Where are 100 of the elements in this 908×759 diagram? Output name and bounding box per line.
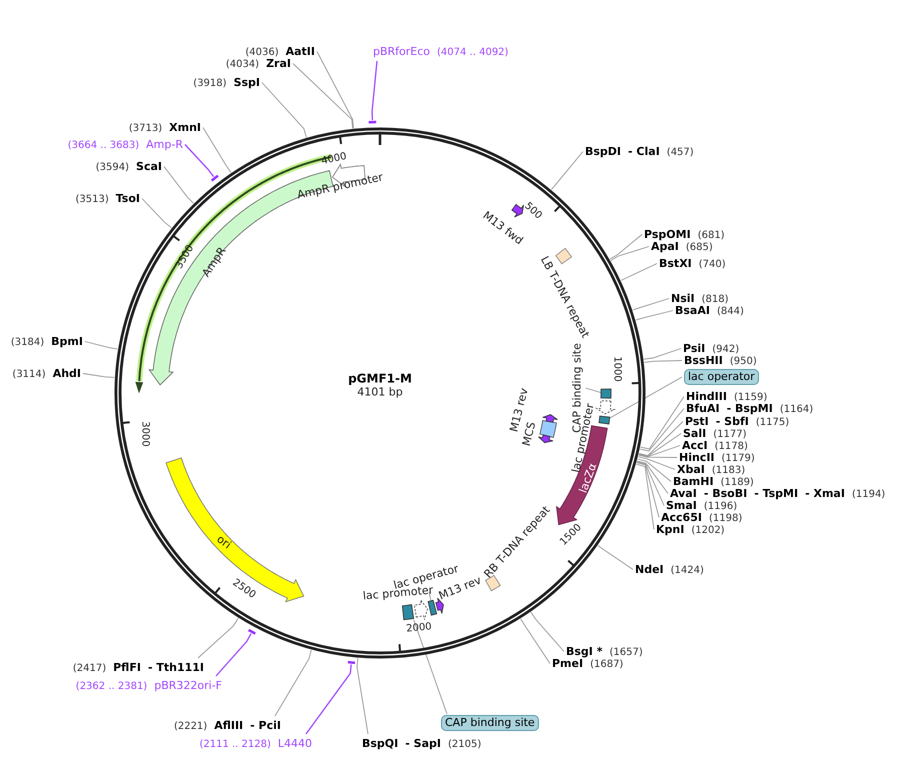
leader-line [316,51,354,129]
leader-line [644,360,682,363]
enzyme-name: HincII [679,451,715,464]
enzyme-name: AvaI [670,487,697,500]
enzyme-name: NsiI [671,292,695,305]
cut-site-position: (1196) [704,501,738,512]
feature-block [428,600,438,616]
primer-name: pBRforEco [373,45,430,58]
tick-label: 3000 [140,420,151,446]
feature-block [402,604,414,620]
plasmid-size: 4101 bp [356,386,404,398]
enzyme-name: PsiI [683,342,706,355]
enzyme-name: BspDI [585,145,622,158]
leader-line [609,234,642,260]
primer-name: pBR322ori-F [154,679,222,692]
cut-site-position: (1198) [708,513,742,524]
tick-label: 1000 [611,356,622,382]
leader-line [356,658,368,734]
enzyme-name: BsaAI [675,304,710,317]
enzyme-name: AflIII [214,719,244,732]
enzyme-name: PflFI [113,661,141,674]
leader-line [638,454,678,458]
leader-line [585,388,602,394]
cut-site-position: (2105) [448,739,482,750]
leader-line [371,60,378,120]
cut-site-position: (1194) [852,489,886,500]
leader-line [82,373,115,378]
leader-line [597,545,634,570]
leader-line [292,63,354,129]
enzyme-name: - Tth111I [148,661,204,674]
enzyme-name: ApaI [651,240,679,253]
enzyme-name: XmnI [169,121,201,134]
cut-site-position: (1687) [590,659,624,670]
leader-line [530,612,564,652]
cut-site-position: (3513) [75,194,109,205]
cut-site-position: (2417) [72,663,106,674]
enzyme-name: SalI [683,427,706,440]
primer-range: (4074 .. 4092) [437,47,508,58]
cut-site-position: (1183) [712,465,746,476]
cut-site-position: (685) [686,242,713,253]
cut-site-position: (2221) [174,721,208,732]
enzyme-name: KpnI [656,523,684,536]
leader-line [550,151,584,190]
feature-block [600,388,612,399]
primer-mark [368,120,376,124]
feature-tag: lac operator [684,369,759,385]
cut-site-position: (3184) [10,337,44,348]
primer-mark [348,660,356,664]
enzyme-name: PspOMI [644,228,691,241]
leader-line [610,246,650,261]
cut-site-position: (3918) [193,78,227,89]
enzyme-name: - SapI [405,737,441,750]
leader-line [142,198,172,228]
primer-mark [210,174,219,182]
leader-line [638,456,676,470]
leader-line [198,618,239,658]
primer-mark [248,628,256,635]
enzyme-name: TsoI [116,192,140,205]
cut-site-position: (950) [730,356,757,367]
leader-line [620,263,658,281]
cut-site-position: (1178) [714,441,748,452]
enzyme-name: PstI [685,415,709,428]
feature-label: MCS [520,420,538,448]
cut-site-position: (3713) [128,123,162,134]
primer-range: (2362 .. 2381) [76,681,148,692]
leader-line [638,433,682,457]
leader-line [184,144,214,177]
enzyme-name: BstXI [659,257,692,270]
feature-tag: CAP binding site [441,715,539,731]
enzyme-name: BamHI [673,475,714,488]
leader-line [632,298,670,310]
feature-label: ori [214,532,234,552]
enzyme-name: HindIII [686,390,727,403]
leader-line [164,166,194,204]
enzyme-name: XbaI [677,463,705,476]
enzyme-name: ScaI [136,160,162,173]
leader-line [636,460,668,494]
enzyme-name: PmeI [552,657,584,670]
cut-site-position: (818) [702,294,729,305]
enzyme-name: - BsoBI [704,487,748,500]
cut-site-position: (3114) [12,369,46,380]
enzyme-name: Acc65I [661,511,702,524]
leader-line [413,619,448,714]
enzyme-name: AatII [286,45,315,58]
enzyme-name: - ClaI [628,145,660,158]
primer-name: L4440 [278,737,312,750]
enzyme-name: NdeI [635,563,664,576]
leader-line [609,376,682,419]
cut-site-position: (681) [698,230,725,241]
enzyme-name: BpmI [51,335,83,348]
leader-line [84,341,118,350]
leader-line [216,633,252,676]
leader-line [202,127,232,174]
enzyme-name: - BspMI [726,402,773,415]
leader-line [640,396,684,450]
enzyme-name: BfuAI [686,402,720,415]
cut-site-position: (1179) [722,453,755,464]
tick-label: 4000 [320,151,348,168]
cut-site-position: (4036) [245,47,279,58]
enzyme-name: AccI [682,439,708,452]
